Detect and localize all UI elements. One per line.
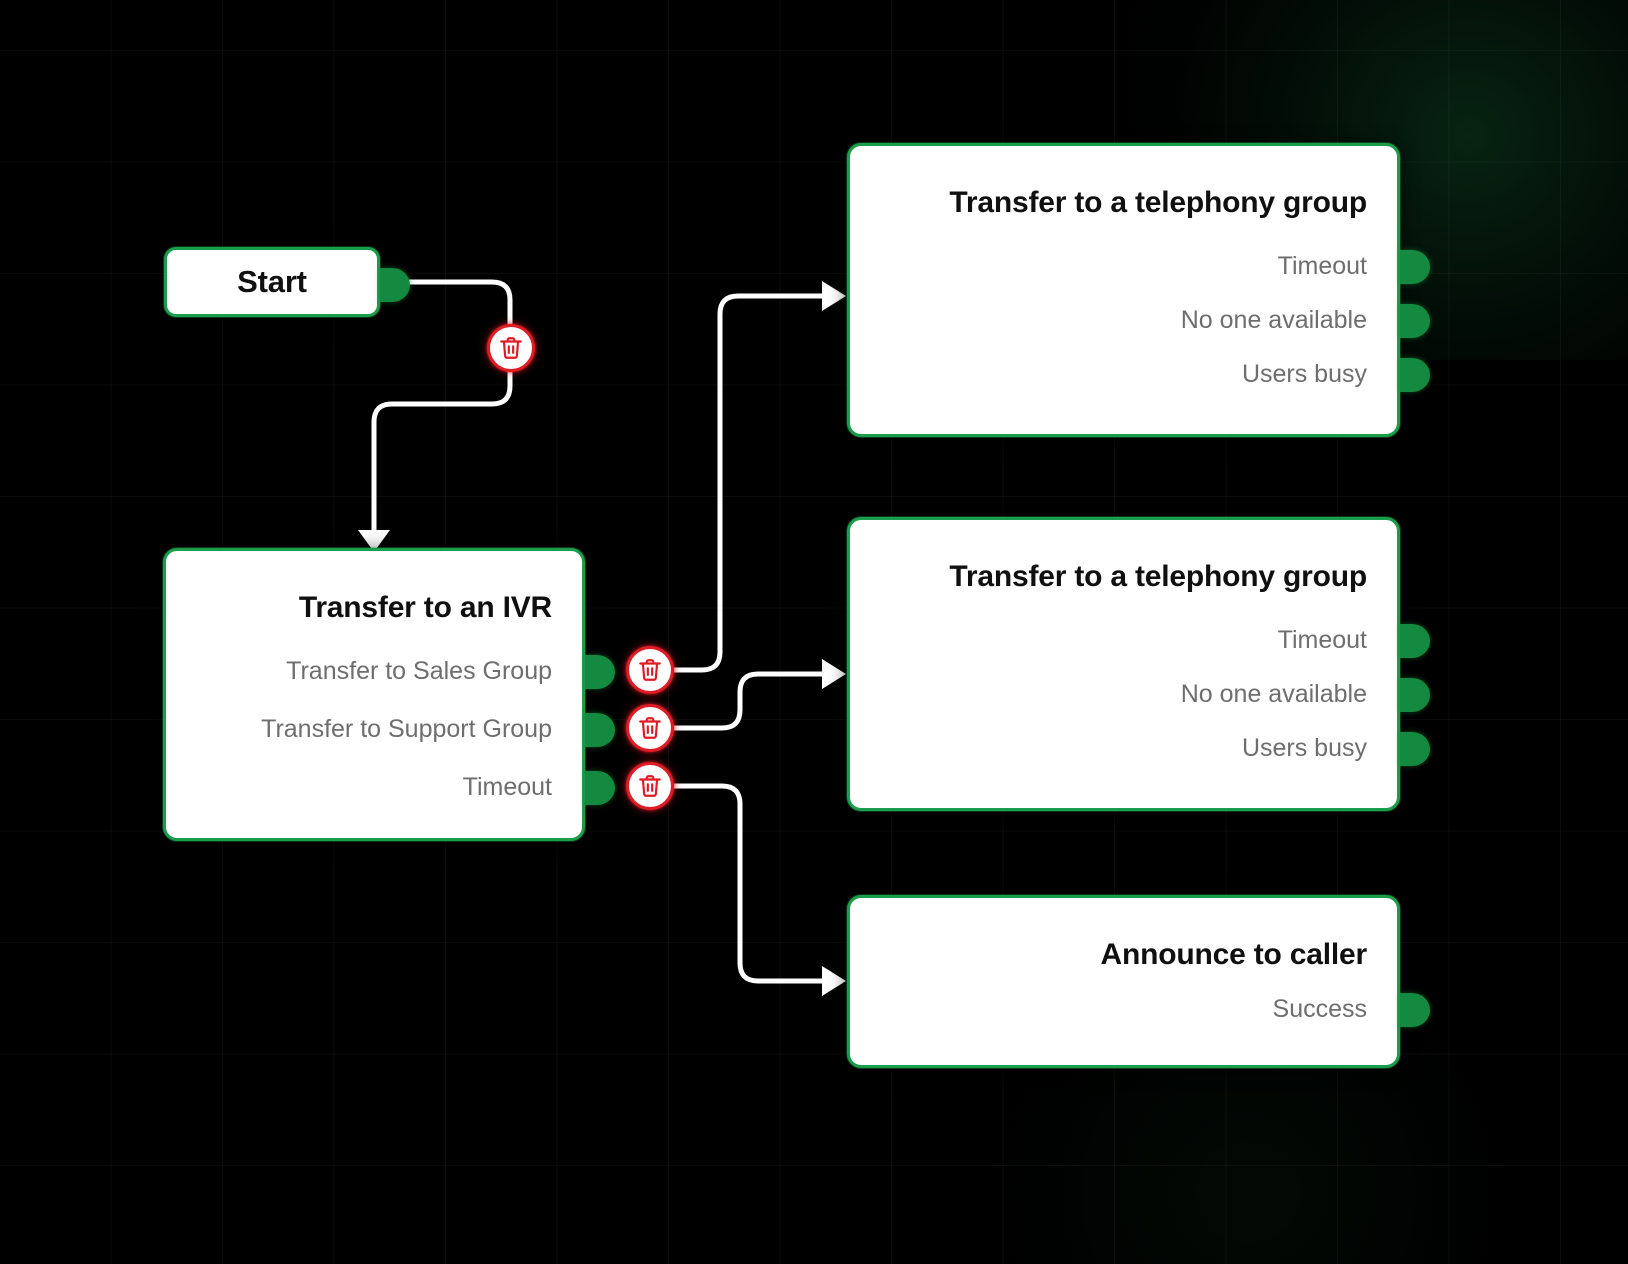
edge-ivr-sales-to-telephony1[interactable] (670, 293, 827, 673)
telephony1-port-usersbusy-row: Users busy (850, 362, 1397, 387)
telephony2-port-timeout-label: Timeout (1277, 626, 1367, 654)
transfer-to-ivr-node-title: Transfer to an IVR (298, 591, 552, 624)
ivr-port-timeout[interactable] (585, 771, 615, 805)
transfer-to-ivr-node[interactable]: Transfer to an IVR Transfer to Sales Grou… (163, 548, 615, 841)
telephony2-port-noone[interactable] (1400, 678, 1430, 712)
telephony1-port-usersbusy-label: Users busy (1241, 360, 1367, 388)
ivr-port-sales-label: Transfer to Sales Group (286, 657, 552, 685)
telephony1-port-timeout-label: Timeout (1277, 252, 1367, 280)
edge-ivr-support-to-telephony2[interactable] (670, 671, 827, 731)
trash-icon (637, 657, 663, 683)
start-node-title: Start (237, 264, 307, 299)
telephony2-port-usersbusy[interactable] (1400, 732, 1430, 766)
edge-ivr-timeout-to-announce-arrowhead (822, 966, 846, 996)
start-node[interactable]: Start (164, 247, 410, 317)
telephony2-port-noone-row: No one available (850, 682, 1397, 707)
announce-port-success-label: Success (1272, 995, 1367, 1023)
telephony1-port-noone-row: No one available (850, 308, 1397, 333)
ivr-port-timeout-label: Timeout (462, 773, 552, 801)
trash-icon (637, 773, 663, 799)
telephony1-port-usersbusy[interactable] (1400, 358, 1430, 392)
transfer-to-telephony-group-node-1-title: Transfer to a telephony group (949, 186, 1367, 219)
telephony2-port-timeout-row: Timeout (850, 628, 1397, 653)
ivr-port-support[interactable] (585, 713, 615, 747)
telephony2-port-noone-label: No one available (1180, 680, 1367, 708)
delete-edge-sales[interactable] (626, 646, 674, 694)
announce-port-success[interactable] (1400, 993, 1430, 1027)
edge-ivr-sales-to-telephony1-arrowhead (822, 281, 846, 311)
telephony2-port-timeout[interactable] (1400, 624, 1430, 658)
trash-icon (498, 335, 524, 361)
trash-icon (637, 715, 663, 741)
ivr-port-timeout-row: Timeout (166, 775, 582, 800)
ivr-port-support-label: Transfer to Support Group (261, 715, 552, 743)
ivr-port-sales[interactable] (585, 655, 615, 689)
delete-edge-timeout[interactable] (626, 762, 674, 810)
edge-ivr-timeout-to-announce[interactable] (670, 783, 827, 984)
telephony1-port-timeout-row: Timeout (850, 254, 1397, 279)
transfer-to-telephony-group-node-2-title: Transfer to a telephony group (949, 560, 1367, 593)
telephony1-port-timeout[interactable] (1400, 250, 1430, 284)
delete-edge-support[interactable] (626, 704, 674, 752)
telephony1-port-noone[interactable] (1400, 304, 1430, 338)
telephony2-port-usersbusy-label: Users busy (1241, 734, 1367, 762)
announce-port-success-row: Success (850, 997, 1397, 1022)
edge-ivr-support-to-telephony2-arrowhead (822, 659, 846, 689)
edge-start-to-ivr[interactable] (371, 279, 513, 533)
delete-edge-start-to-ivr[interactable] (487, 324, 535, 372)
ivr-port-sales-row: Transfer to Sales Group (166, 659, 582, 684)
telephony1-port-noone-label: No one available (1180, 306, 1367, 334)
telephony2-port-usersbusy-row: Users busy (850, 736, 1397, 761)
announce-to-caller-node-title: Announce to caller (1100, 938, 1368, 971)
start-output-port[interactable] (380, 268, 410, 302)
ivr-port-support-row: Transfer to Support Group (166, 717, 582, 742)
